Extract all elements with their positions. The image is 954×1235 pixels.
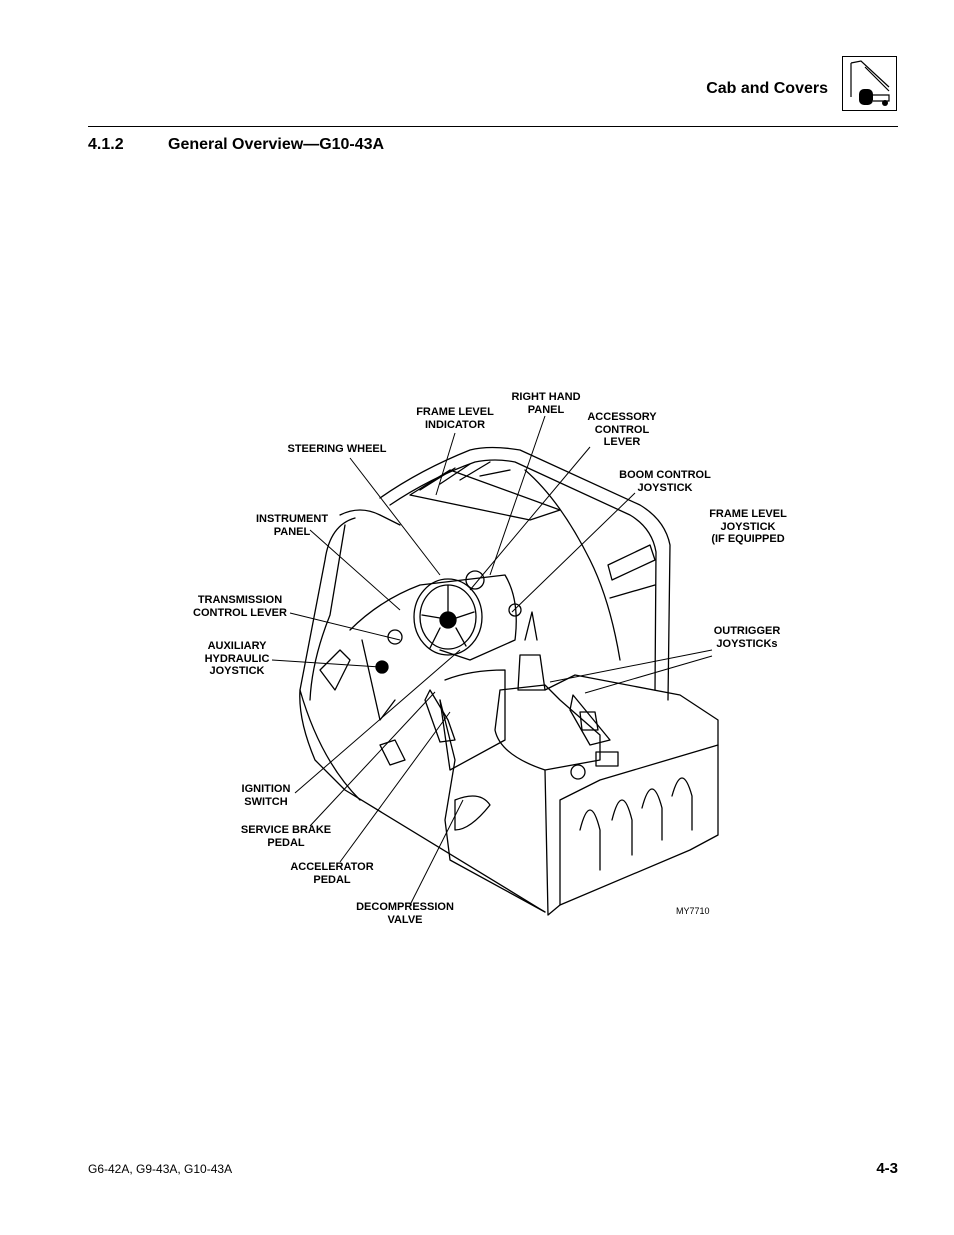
section-number: 4.1.2 (88, 136, 124, 153)
section-header-title: Cab and Covers (706, 80, 828, 97)
section-title: General Overview—G10-43A (168, 136, 385, 153)
telehandler-icon (842, 56, 897, 111)
header-rule (88, 126, 898, 127)
figure-id: MY7710 (676, 906, 710, 916)
footer-models: G6-42A, G9-43A, G10-43A (88, 1162, 233, 1176)
page-number: 4-3 (876, 1160, 898, 1177)
label-steering-wheel: STEERING WHEEL (287, 443, 387, 455)
